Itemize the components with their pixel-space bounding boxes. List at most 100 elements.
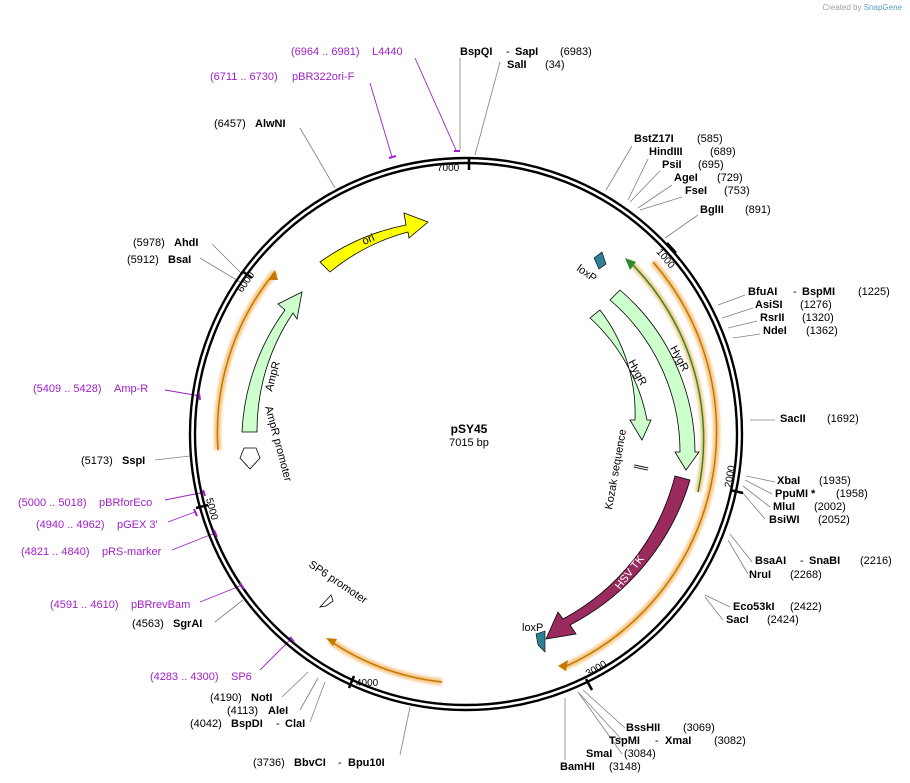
hygr-feature-outer[interactable] — [609, 289, 700, 471]
svg-text:(4591 .. 4610): (4591 .. 4610) — [50, 599, 119, 611]
svg-text:BamHI: BamHI — [560, 761, 595, 773]
site-asisi[interactable]: AsiSI (1276) — [755, 299, 832, 311]
svg-text:(3736): (3736) — [253, 757, 285, 769]
svg-text:AleI: AleI — [268, 705, 288, 717]
site-xbai[interactable]: XbaI (1935) — [777, 475, 851, 487]
site-alwni[interactable]: (6457) AlwNI — [214, 118, 286, 130]
site-hindiii[interactable]: HindIII (689) — [649, 146, 736, 158]
primer-pgex3[interactable]: (4940 .. 4962) pGEX 3' — [36, 519, 158, 531]
svg-text:(4113): (4113) — [227, 705, 258, 717]
svg-text:PpuMI *: PpuMI * — [775, 488, 816, 500]
svg-text:(6983): (6983) — [560, 46, 592, 58]
svg-text:(689): (689) — [710, 146, 736, 158]
hsv-tk-feature[interactable] — [545, 475, 691, 640]
svg-text:BsaI: BsaI — [168, 254, 191, 266]
site-sali[interactable]: SalI (34) — [507, 59, 565, 71]
svg-text:(891): (891) — [745, 204, 771, 216]
svg-text:(3082): (3082) — [714, 735, 746, 747]
site-mlui[interactable]: MluI (2002) — [773, 501, 846, 513]
site-bbvci-bpu10i[interactable]: (3736) BbvCI - Bpu10I — [253, 757, 385, 769]
svg-text:(695): (695) — [698, 159, 724, 171]
svg-text:-: - — [506, 46, 510, 58]
svg-text:-: - — [793, 286, 797, 298]
loxp-feature-bottom[interactable] — [535, 630, 546, 653]
site-tspmi-xmai[interactable]: TspMI - XmaI (3082) — [609, 735, 746, 747]
primer-l4440[interactable]: (6964 .. 6981) L4440 — [291, 46, 403, 58]
site-bstz17i[interactable]: BstZ17I (585) — [634, 133, 723, 145]
svg-text:(1320): (1320) — [802, 312, 834, 324]
svg-text:(1225): (1225) — [858, 286, 890, 298]
svg-text:RsrII: RsrII — [760, 312, 784, 324]
svg-text:MluI: MluI — [773, 501, 795, 513]
plasmid-name: pSY45 — [451, 422, 488, 436]
tick-label-7000: 7000 — [437, 163, 460, 174]
svg-text:BspDI: BspDI — [231, 718, 263, 730]
svg-text:(1958): (1958) — [836, 488, 868, 500]
primer-pbr322ori-f[interactable]: (6711 .. 6730) pBR322ori-F — [210, 71, 355, 83]
svg-text:-: - — [338, 757, 342, 769]
snapgene-credit: Created by SnapGene — [822, 3, 902, 12]
site-eco53ki[interactable]: Eco53kI (2422) — [733, 601, 822, 613]
site-bglii[interactable]: BglII (891) — [700, 204, 771, 216]
svg-text:BssHII: BssHII — [626, 722, 660, 734]
site-bamhi[interactable]: BamHI (3148) — [560, 761, 641, 773]
svg-text:-: - — [800, 555, 804, 567]
primer-pbrforeco[interactable]: (5000 .. 5018) pBRforEco — [18, 497, 152, 509]
svg-text:(2422): (2422) — [790, 601, 822, 613]
primer-amp-r[interactable]: (5409 .. 5428) Amp-R — [33, 383, 148, 395]
ampr-feature[interactable] — [241, 291, 303, 433]
sp6-promoter-feature[interactable] — [318, 594, 334, 608]
svg-text:(1276): (1276) — [800, 299, 832, 311]
site-ppumi[interactable]: PpuMI * (1958) — [775, 488, 868, 500]
svg-text:pGEX 3': pGEX 3' — [117, 519, 158, 531]
hygr-feature-inner[interactable] — [589, 309, 652, 441]
site-alei[interactable]: (4113) AleI — [227, 705, 288, 717]
loxp-feature-top[interactable] — [593, 251, 607, 270]
site-bspqi-sapi[interactable]: BspQI - SapI (6983) — [460, 46, 592, 58]
primer-pbrrevbam[interactable]: (4591 .. 4610) pBRrevBam — [50, 599, 190, 611]
svg-text:(4283 .. 4300): (4283 .. 4300) — [150, 671, 219, 683]
site-psii[interactable]: PsiI (695) — [662, 159, 724, 171]
site-bsiwi[interactable]: BsiWI (2052) — [769, 514, 850, 526]
primer-prs-marker[interactable]: (4821 .. 4840) pRS-marker — [21, 546, 162, 558]
svg-text:BstZ17I: BstZ17I — [634, 133, 674, 145]
svg-text:AsiSI: AsiSI — [755, 299, 783, 311]
svg-text:(4563): (4563) — [132, 618, 164, 630]
svg-text:(2002): (2002) — [814, 501, 846, 513]
primer-sp6[interactable]: (4283 .. 4300) SP6 — [150, 671, 252, 683]
site-ndei[interactable]: NdeI (1362) — [763, 325, 838, 337]
site-sspi[interactable]: (5173) SspI — [81, 455, 145, 467]
ampr-promoter-feature[interactable] — [239, 447, 261, 470]
svg-text:SapI: SapI — [515, 46, 538, 58]
site-smai[interactable]: SmaI (3084) — [586, 748, 656, 760]
site-rsrii[interactable]: RsrII (1320) — [760, 312, 834, 324]
site-bsai[interactable]: (5912) BsaI — [127, 254, 191, 266]
site-bsshii[interactable]: BssHII (3069) — [626, 722, 715, 734]
svg-text:NotI: NotI — [251, 692, 272, 704]
site-bsaai-snabi[interactable]: BsaAI - SnaBI (2216) — [755, 555, 892, 567]
site-fsei[interactable]: FseI (753) — [685, 185, 750, 197]
svg-text:BglII: BglII — [700, 204, 724, 216]
site-nrui[interactable]: NruI (2268) — [749, 569, 822, 581]
site-noti[interactable]: (4190) NotI — [210, 692, 272, 704]
svg-text:(4190): (4190) — [210, 692, 242, 704]
kozak-feature-fill — [633, 465, 649, 470]
hsv-tk-label: HSV TK — [613, 553, 647, 592]
site-ahdi[interactable]: (5978) AhdI — [133, 237, 198, 249]
svg-text:pBRforEco: pBRforEco — [99, 497, 152, 509]
ampr-orf-arrowhead — [268, 270, 278, 280]
site-sgrai[interactable]: (4563) SgrAI — [132, 618, 202, 630]
site-agei[interactable]: AgeI (729) — [674, 172, 743, 184]
svg-text:FseI: FseI — [685, 185, 707, 197]
site-bspdi-clai[interactable]: (4042) BspDI - ClaI — [190, 718, 305, 730]
tk-orf-arrowhead — [558, 660, 568, 671]
svg-text:HindIII: HindIII — [649, 146, 683, 158]
svg-text:XbaI: XbaI — [777, 475, 800, 487]
svg-text:(5173): (5173) — [81, 455, 113, 467]
svg-text:BfuAI: BfuAI — [748, 286, 777, 298]
svg-text:SspI: SspI — [122, 455, 145, 467]
site-sacii[interactable]: SacII (1692) — [780, 413, 859, 425]
ori-feature[interactable] — [319, 212, 429, 273]
site-bfuai-bspmi[interactable]: BfuAI - BspMI (1225) — [748, 286, 890, 298]
site-saci[interactable]: SacI (2424) — [726, 614, 799, 626]
